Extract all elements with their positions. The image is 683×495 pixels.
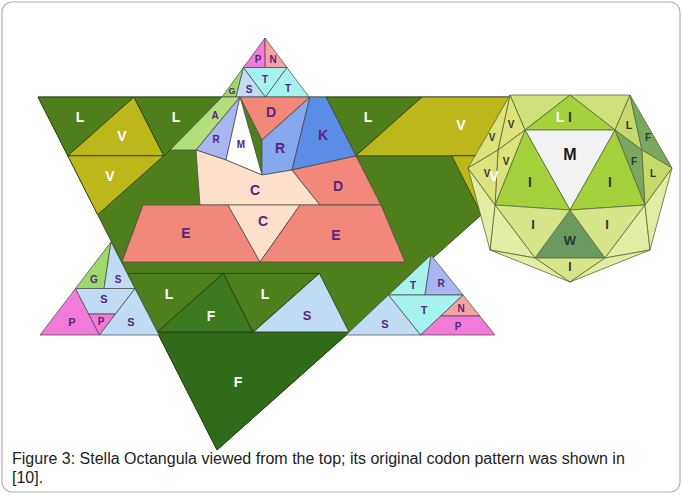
face-letter: I bbox=[608, 175, 612, 189]
face-t bbox=[389, 255, 432, 295]
face-t bbox=[266, 68, 310, 98]
face-letter: W bbox=[564, 234, 576, 247]
face-letter: V bbox=[503, 157, 510, 167]
face-letter: M bbox=[237, 140, 245, 150]
face-letter: I bbox=[568, 110, 572, 124]
face-n bbox=[441, 295, 480, 316]
face-letter: L bbox=[364, 110, 373, 124]
face-letter: L bbox=[626, 120, 633, 131]
face-letter: S bbox=[303, 309, 312, 322]
down-triangle bbox=[38, 97, 614, 450]
face-letter: F bbox=[631, 157, 637, 167]
face-letter: I bbox=[528, 175, 532, 189]
face-letter: I bbox=[531, 218, 535, 231]
face-p bbox=[421, 316, 496, 335]
face-letter: P bbox=[255, 55, 262, 65]
face-letter: F bbox=[234, 375, 243, 389]
face-letter: L bbox=[261, 287, 270, 301]
face-letter: S bbox=[115, 275, 122, 285]
face-letter: S bbox=[246, 85, 253, 95]
face-letter: L bbox=[165, 287, 174, 301]
face-letter: R bbox=[275, 141, 285, 155]
face-letter: L bbox=[172, 110, 181, 124]
face-s bbox=[253, 273, 349, 332]
face-letter: L bbox=[556, 110, 565, 124]
face-s bbox=[104, 242, 135, 289]
face-letter: R bbox=[437, 279, 444, 289]
face-letter: N bbox=[269, 55, 276, 65]
face-letter: V bbox=[105, 169, 114, 183]
face-letter: T bbox=[262, 75, 268, 85]
ico-face-f bbox=[615, 130, 645, 205]
face-s bbox=[100, 289, 160, 336]
face-s bbox=[346, 295, 421, 335]
face-letter: F bbox=[645, 133, 651, 143]
face-p bbox=[244, 38, 266, 68]
face-letter: V bbox=[456, 118, 465, 132]
face-letter: S bbox=[381, 319, 388, 330]
face-letter: P bbox=[98, 317, 105, 327]
face-letter: T bbox=[421, 305, 428, 316]
face-letter: N bbox=[457, 304, 464, 314]
face-letter: G bbox=[228, 87, 235, 96]
face-letter: V bbox=[508, 120, 515, 130]
face-letter: C bbox=[250, 183, 260, 197]
face-letter: P bbox=[68, 317, 75, 328]
face-letter: C bbox=[258, 214, 268, 228]
face-letter: R bbox=[212, 135, 219, 145]
face-letter: S bbox=[127, 317, 134, 328]
ico-face bbox=[490, 250, 570, 282]
face-letter: M bbox=[563, 147, 576, 163]
ico-face-v bbox=[468, 150, 498, 205]
face-n bbox=[265, 38, 287, 68]
face-letter: L bbox=[76, 110, 85, 124]
face-letter: L bbox=[650, 169, 656, 179]
ico-face bbox=[490, 205, 535, 258]
face-letter: I bbox=[605, 218, 609, 231]
face-letter: D bbox=[266, 105, 276, 119]
face-letter: K bbox=[318, 128, 328, 142]
face-letter: V bbox=[489, 169, 498, 183]
face-letter: T bbox=[410, 281, 416, 291]
face-d bbox=[292, 156, 381, 205]
face-letter: D bbox=[333, 179, 343, 193]
ico-face-i bbox=[525, 95, 615, 130]
face-f bbox=[157, 332, 349, 450]
ico-face-l bbox=[642, 150, 672, 205]
ico-face bbox=[570, 250, 650, 282]
face-letter: P bbox=[455, 322, 462, 332]
face-letter: V bbox=[484, 169, 491, 179]
face-letter: A bbox=[211, 111, 218, 121]
face-letter: S bbox=[100, 294, 107, 305]
ico-face-v bbox=[495, 130, 525, 205]
face-r bbox=[425, 255, 463, 295]
face-letter: E bbox=[181, 226, 190, 240]
face-letter: T bbox=[285, 84, 291, 94]
face-letter: I bbox=[568, 261, 571, 273]
face-letter: F bbox=[207, 309, 216, 323]
face-letter: V bbox=[489, 133, 496, 143]
face-letter: G bbox=[90, 275, 98, 285]
figure-caption: Figure 3: Stella Octangula viewed from t… bbox=[12, 449, 652, 487]
face-letter: E bbox=[331, 228, 340, 242]
ico-face bbox=[605, 205, 650, 258]
face-letter: V bbox=[117, 129, 126, 143]
face-e bbox=[260, 205, 405, 262]
